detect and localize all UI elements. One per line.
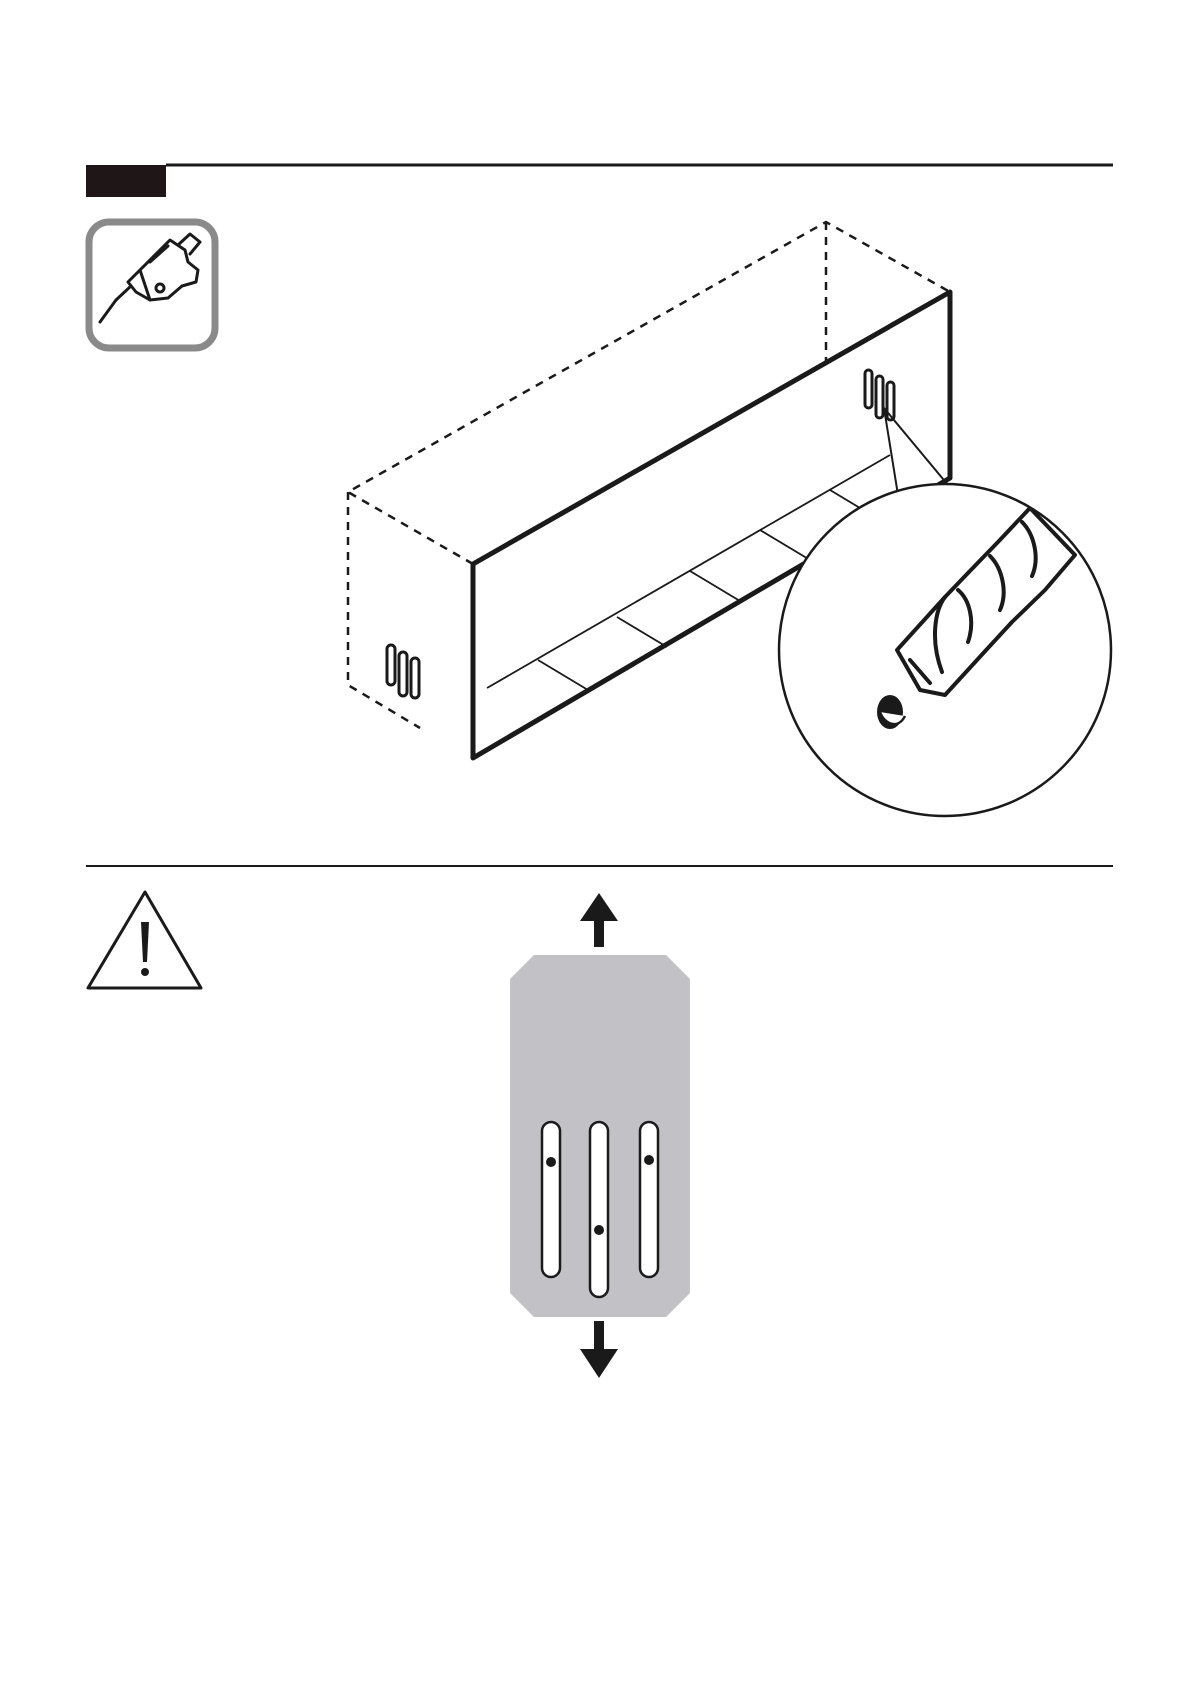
up-arrow-icon bbox=[580, 893, 618, 947]
step-header bbox=[86, 165, 1113, 197]
warning-icon bbox=[88, 892, 201, 988]
drill-icon bbox=[89, 222, 215, 348]
bracket-slot-center bbox=[590, 1122, 608, 1297]
bracket-slot-right bbox=[640, 1122, 658, 1277]
bracket-slot-left bbox=[542, 1122, 560, 1277]
down-arrow-icon bbox=[580, 1321, 618, 1378]
step-number-badge bbox=[86, 165, 166, 197]
adjustable-bracket bbox=[510, 893, 690, 1378]
